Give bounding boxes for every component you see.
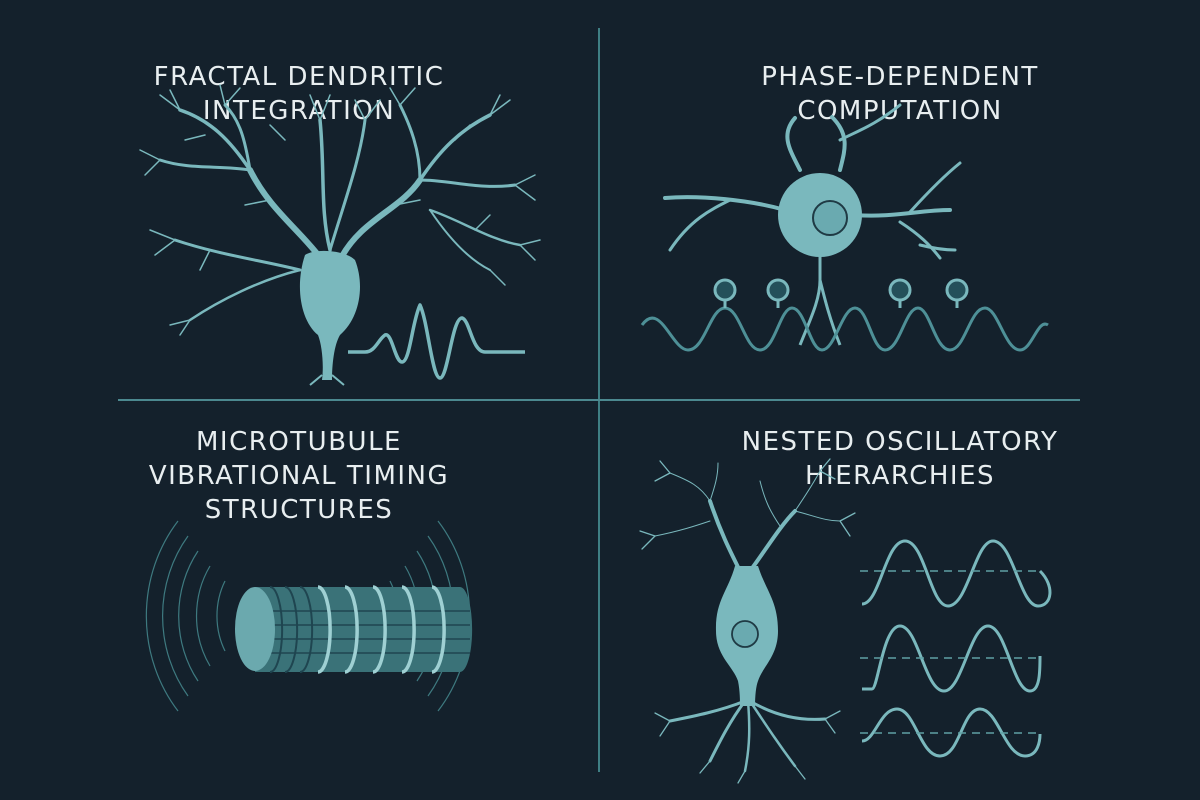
fractal-dendrite-neuron-icon	[139, 84, 541, 386]
bipolar-neuron-icon	[639, 458, 856, 784]
title-line: INTEGRATION	[202, 96, 396, 126]
title-line: MICROTUBULE	[196, 427, 402, 457]
title-line: VIBRATIONAL TIMING	[148, 461, 450, 491]
panel-title: FRACTAL DENDRITIC INTEGRATION	[0, 60, 598, 128]
title-line: NESTED OSCILLATORY	[741, 427, 1059, 457]
horizontal-divider	[118, 399, 1080, 401]
panel-nested-oscillatory-hierarchies: NESTED OSCILLATORY HIERARCHIES	[600, 401, 1200, 800]
panel-microtubule-vibrational-timing: MICROTUBULE VIBRATIONAL TIMING STRUCTURE…	[0, 401, 598, 800]
title-line: COMPUTATION	[797, 96, 1003, 126]
panel-title: MICROTUBULE VIBRATIONAL TIMING STRUCTURE…	[0, 425, 598, 527]
title-line: FRACTAL DENDRITIC	[153, 62, 445, 92]
stacked-sine-waves-icon	[860, 539, 1052, 758]
phase-neuron-icon	[640, 103, 1049, 352]
panel-fractal-dendritic-integration: FRACTAL DENDRITIC INTEGRATION	[0, 0, 598, 399]
panel-title: PHASE-DEPENDENT COMPUTATION	[600, 60, 1200, 128]
title-line: STRUCTURES	[204, 495, 394, 525]
panel-title: NESTED OSCILLATORY HIERARCHIES	[600, 425, 1200, 493]
microtubule-cylinder-icon	[145, 520, 473, 712]
title-line: PHASE-DEPENDENT	[761, 62, 1039, 92]
title-line: HIERARCHIES	[804, 461, 996, 491]
panel-phase-dependent-computation: PHASE-DEPENDENT COMPUTATION	[600, 0, 1200, 399]
